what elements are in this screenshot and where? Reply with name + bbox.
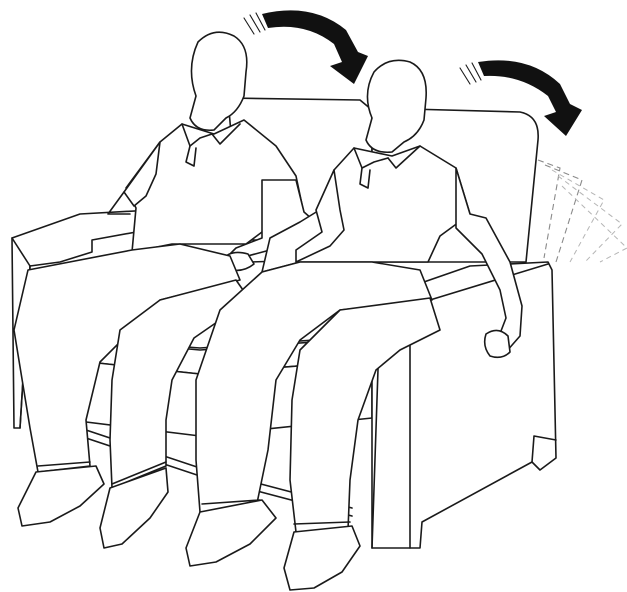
backrest-recline-arrow-left — [244, 10, 368, 84]
